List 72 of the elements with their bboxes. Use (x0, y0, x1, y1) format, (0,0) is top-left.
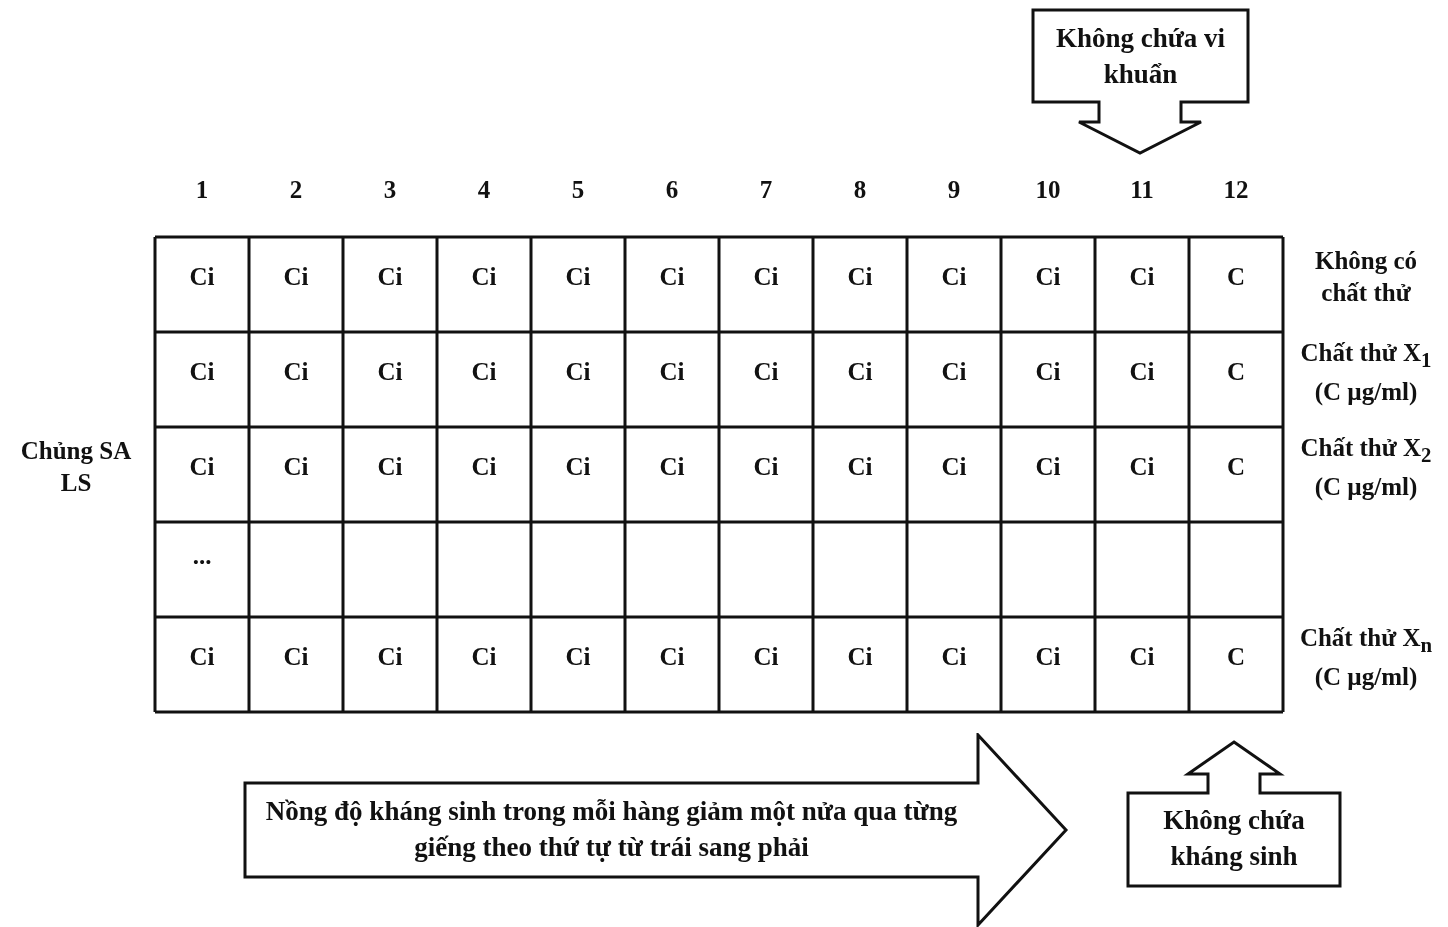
well-label: Ci (659, 356, 685, 387)
column-number: 5 (571, 175, 585, 205)
well-label: Ci (471, 261, 497, 292)
well-label: Ci (1035, 451, 1061, 482)
column-number: 4 (477, 175, 491, 205)
column-number: 7 (759, 175, 773, 205)
column-number: 2 (289, 175, 303, 205)
callout-arrow-box (1126, 740, 1342, 888)
well-label: Ci (565, 451, 591, 482)
well-label: Ci (283, 641, 309, 672)
column-number: 11 (1130, 175, 1154, 205)
well-label: Ci (377, 261, 403, 292)
arrow-label: Không chứa vi khuẩn (1054, 22, 1227, 91)
well-label: Ci (847, 356, 873, 387)
well-label: Ci (565, 356, 591, 387)
well-label: Ci (659, 261, 685, 292)
well-label: Ci (189, 261, 215, 292)
strain-label: Chủng SA LS (19, 435, 133, 498)
well-label: Ci (565, 641, 591, 672)
well-label: Ci (377, 356, 403, 387)
well-label: Ci (941, 356, 967, 387)
well-label: ... (192, 540, 212, 571)
well-label: Ci (941, 641, 967, 672)
well-label: Ci (377, 641, 403, 672)
well-label: Ci (847, 451, 873, 482)
well-label: Ci (753, 641, 779, 672)
well-label: Ci (1035, 641, 1061, 672)
callout-arrow-box (1031, 8, 1250, 155)
well-label: Ci (283, 451, 309, 482)
well-label: Ci (471, 641, 497, 672)
well-label: Ci (753, 356, 779, 387)
well-label: Ci (1035, 356, 1061, 387)
row-label: Chất thử X$_{n}$ (C µg/ml) (1298, 622, 1434, 692)
well-label: Ci (847, 261, 873, 292)
well-label: Ci (753, 261, 779, 292)
row-label: Chất thử X$_{1}$ (C µg/ml) (1299, 337, 1433, 407)
well-label: Ci (189, 641, 215, 672)
well-label: C (1226, 261, 1246, 292)
well-label: Ci (659, 451, 685, 482)
well-label: C (1226, 451, 1246, 482)
column-number: 8 (853, 175, 867, 205)
well-label: Ci (1129, 356, 1155, 387)
well-label: Ci (189, 451, 215, 482)
block-arrow (243, 733, 1069, 927)
column-number: 12 (1223, 175, 1249, 205)
column-number: 3 (383, 175, 397, 205)
well-label: C (1226, 356, 1246, 387)
well-label: C (1226, 641, 1246, 672)
well-label: Ci (471, 356, 497, 387)
well-label: Ci (941, 451, 967, 482)
well-label: Ci (189, 356, 215, 387)
column-number: 9 (947, 175, 961, 205)
arrow-label: Nồng độ kháng sinh trong mỗi hàng giảm một nửa qua từng giếng theo thứ tự từ trái sang phải (264, 795, 959, 864)
column-number: 10 (1035, 175, 1061, 205)
well-label: Ci (283, 356, 309, 387)
well-label: Ci (847, 641, 873, 672)
well-label: Ci (659, 641, 685, 672)
well-label: Ci (1129, 641, 1155, 672)
well-label: Ci (753, 451, 779, 482)
row-label: Chất thử X$_{2}$ (C µg/ml) (1299, 432, 1433, 502)
well-label: Ci (1129, 261, 1155, 292)
arrow-label: Không chứa kháng sinh (1162, 804, 1306, 873)
well-label: Ci (1129, 451, 1155, 482)
row-label: Không có chất thử (1313, 245, 1419, 308)
well-label: Ci (471, 451, 497, 482)
column-number: 1 (195, 175, 209, 205)
column-number: 6 (665, 175, 679, 205)
well-label: Ci (565, 261, 591, 292)
well-label: Ci (941, 261, 967, 292)
well-label: Ci (1035, 261, 1061, 292)
well-label: Ci (283, 261, 309, 292)
well-label: Ci (377, 451, 403, 482)
